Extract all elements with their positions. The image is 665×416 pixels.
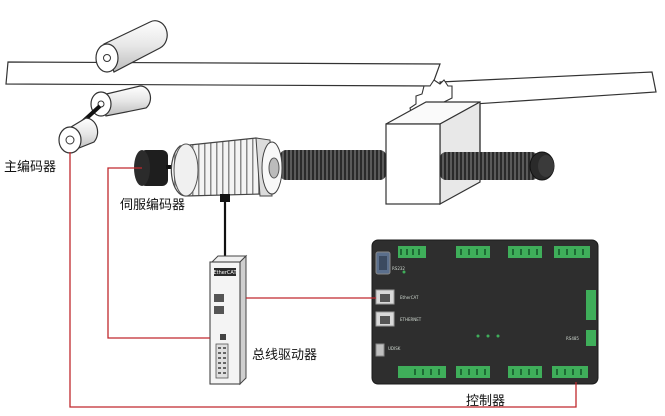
port-rs485-label: RS485 xyxy=(566,336,579,341)
controller-icon: RS232 EtherCAT ETHERNET UDISK RS485 xyxy=(371,239,599,385)
bottom-roller xyxy=(90,85,152,117)
bus-drive-label: 总线驱动器 xyxy=(252,348,318,363)
servo-encoder-label: 伺服编码器 xyxy=(120,198,186,213)
port-ethercat-label: EtherCAT xyxy=(400,295,419,300)
main-encoder-label: 主编码器 xyxy=(4,160,57,175)
port-ethernet-label: ETHERNET xyxy=(400,317,422,322)
port-vga-label: RS232 xyxy=(392,266,405,271)
main-encoder-icon xyxy=(58,117,99,154)
conveyor xyxy=(5,20,441,154)
leadscrew-icon xyxy=(280,150,555,181)
wiring xyxy=(69,152,577,408)
motor-icon xyxy=(134,137,283,262)
port-udisk-label: UDISK xyxy=(388,346,401,351)
linear-stage xyxy=(385,71,657,206)
top-roller xyxy=(95,20,168,73)
controller-label: 控制器 xyxy=(466,394,506,409)
drive-badge: EtherCAT xyxy=(214,270,238,276)
drive-icon: EtherCAT xyxy=(209,254,248,386)
